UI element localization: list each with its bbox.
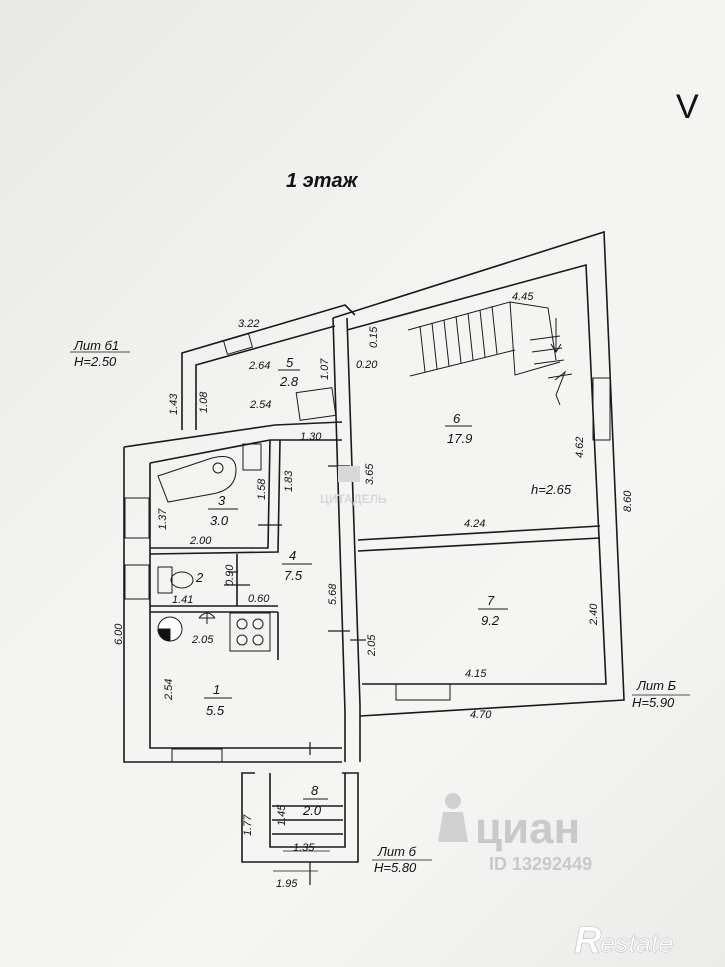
room-5-area: 2.8: [279, 374, 299, 389]
staircase: [407, 301, 573, 406]
room-2-number: 2: [195, 570, 204, 585]
room-7-area: 9.2: [481, 613, 500, 628]
svg-text:R: R: [574, 920, 602, 962]
room-8-area: 2.0: [302, 803, 322, 818]
dim-1-77: 1.77: [242, 814, 254, 836]
dim-8-60: 8.60: [622, 490, 634, 512]
dim-2-54-top: 2.54: [249, 399, 271, 411]
corner-check-mark: V: [676, 88, 699, 126]
dim-3-65: 3.65: [364, 463, 376, 485]
cian-logo-icon: [438, 793, 468, 842]
dim-6-00: 6.00: [113, 623, 125, 645]
cian-watermark: циан ID 13292449: [438, 793, 592, 874]
svg-text:циан: циан: [475, 804, 580, 853]
dim-1-45: 1.45: [276, 804, 288, 826]
dim-0-90: 0.90: [224, 564, 236, 586]
dim-1-30: 1.30: [300, 431, 322, 443]
windows: [124, 333, 611, 763]
dim-0-15: 0.15: [368, 326, 380, 348]
dim-1-43: 1.43: [168, 393, 180, 415]
dim-1-58: 1.58: [256, 478, 268, 500]
room-6-number: 6: [453, 411, 461, 426]
room-4-area: 7.5: [284, 568, 303, 583]
lit-B-name: Лит Б: [636, 678, 677, 693]
lit-b-height: H=5.80: [374, 860, 417, 875]
dim-1-95: 1.95: [276, 878, 298, 890]
dimension-lines: [70, 351, 690, 872]
dim-1-07: 1.07: [319, 358, 331, 380]
dim-0-20: 0.20: [356, 359, 378, 371]
dim-4-70: 4.70: [470, 709, 492, 721]
dim-4-15: 4.15: [465, 668, 487, 680]
svg-text:ID 13292449: ID 13292449: [489, 854, 592, 874]
citadel-watermark: ЦИТАДЕЛЬ: [320, 466, 387, 506]
dim-0-60: 0.60: [248, 593, 270, 605]
room-6-area: 17.9: [447, 431, 472, 446]
fixtures: [157, 443, 271, 652]
dim-4-62: 4.62: [574, 437, 586, 458]
dim-3-22: 3.22: [238, 318, 259, 330]
room-4-number: 4: [289, 548, 296, 563]
dim-1-83: 1.83: [283, 470, 295, 492]
dim-2-05-kitchen: 2.05: [191, 634, 214, 646]
lit-b1-name: Лит б1: [73, 338, 119, 353]
dim-5-68: 5.68: [327, 583, 339, 605]
dim-1-37: 1.37: [157, 508, 169, 530]
ceiling-height: h=2.65: [531, 482, 572, 497]
room-3-number: 3: [218, 493, 226, 508]
doors: [224, 465, 366, 885]
room-8-number: 8: [311, 783, 319, 798]
dim-4-24: 4.24: [464, 518, 485, 530]
dim-4-45: 4.45: [512, 291, 534, 303]
dim-2-05-door: 2.05: [366, 634, 378, 657]
lit-b1-height: H=2.50: [74, 354, 117, 369]
lit-labels: Лит б1 H=2.50 Лит Б H=5.90 Лит б H=5.80: [73, 338, 677, 875]
dim-2-54-left: 2.54: [163, 679, 175, 701]
room-5-number: 5: [286, 355, 294, 370]
dimension-labels: 3.22 2.64 1.07 1.43 1.08 2.54 1.30 0.15 …: [113, 291, 634, 890]
area-fraction-lines: [204, 369, 508, 800]
room-3-area: 3.0: [210, 513, 229, 528]
lit-b-name: Лит б: [377, 844, 417, 859]
page-title: 1 этаж: [286, 170, 359, 192]
room-1-number: 1: [213, 682, 220, 697]
dim-1-08: 1.08: [198, 391, 210, 413]
room-labels: 5 2.8 6 17.9 3 3.0 4 7.5 2 7 9.2 1 5.5 8…: [195, 355, 572, 818]
dim-1-35: 1.35: [293, 842, 315, 854]
dim-2-40: 2.40: [588, 603, 600, 626]
dim-2-00: 2.00: [189, 535, 212, 547]
lit-B-height: H=5.90: [632, 695, 675, 710]
room-1-area: 5.5: [206, 703, 225, 718]
dim-1-41: 1.41: [172, 594, 193, 606]
svg-text:ЦИТАДЕЛЬ: ЦИТАДЕЛЬ: [320, 492, 387, 506]
walls: [123, 230, 625, 863]
svg-text:estate: estate: [600, 928, 674, 958]
dim-2-64: 2.64: [248, 360, 270, 372]
restate-logo: R estate: [574, 920, 674, 963]
room-7-number: 7: [487, 593, 495, 608]
